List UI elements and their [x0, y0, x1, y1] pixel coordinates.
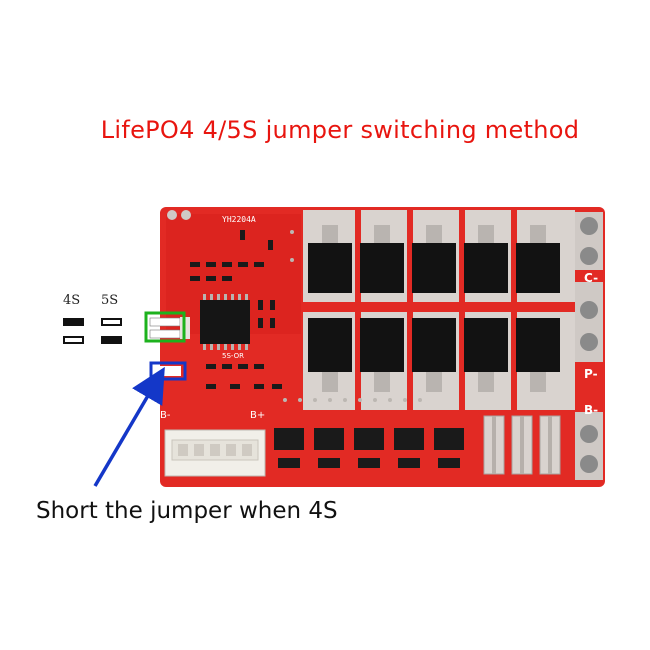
- terminal-label-p-minus: P-: [584, 367, 598, 381]
- legend-pad-4s-row2: [63, 336, 84, 344]
- jumper-highlight-green-box: [144, 311, 186, 343]
- legend-pad-5s-row1: [101, 318, 122, 326]
- mosfet-bank-top: [308, 225, 560, 293]
- mosfet-bank-bottom: [308, 318, 560, 392]
- legend-pad-5s-row2: [101, 336, 122, 344]
- passive-components: [190, 230, 282, 389]
- board-model-text: YH2204A: [222, 215, 256, 224]
- legend-pad-4s-row1: [63, 318, 84, 326]
- vias: [283, 230, 422, 402]
- control-ic: [200, 300, 250, 344]
- page-title: LifePO4 4/5S jumper switching method: [100, 116, 580, 144]
- silkscreen-b-minus: B-: [160, 410, 171, 421]
- legend-5s-label: 5S: [101, 293, 119, 308]
- terminal-pads: [575, 212, 603, 480]
- pointer-arrow: [93, 366, 165, 487]
- balance-connector: [164, 429, 266, 477]
- terminal-label-b-minus: B-: [584, 403, 598, 417]
- terminal-label-c-minus: C-: [584, 271, 598, 285]
- silkscreen-b-plus: B+: [250, 410, 265, 421]
- shunt-resistors: [483, 415, 561, 475]
- sot-transistors: [274, 428, 464, 468]
- silkscreen-jumper-tag: 5S-OR: [222, 352, 244, 360]
- legend-4s-label: 4S: [63, 293, 81, 308]
- caption-text: Short the jumper when 4S: [36, 498, 338, 524]
